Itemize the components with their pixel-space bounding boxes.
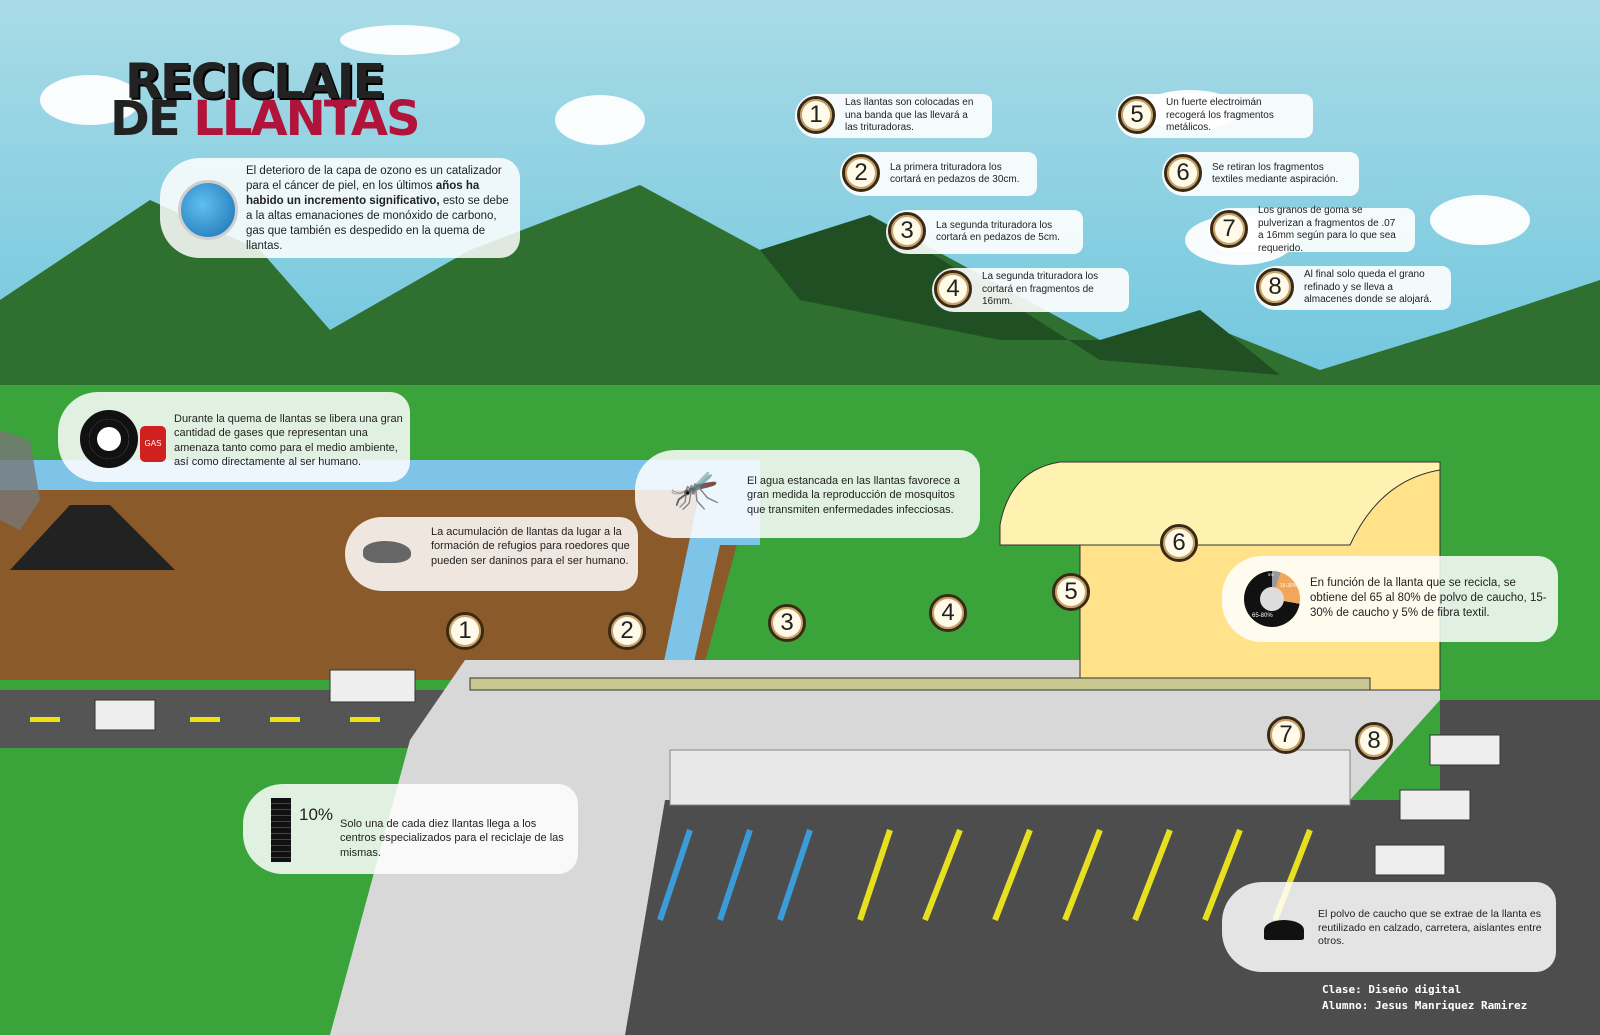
step-6: 6 Se retiran los fragmentos textiles medi…	[1162, 152, 1359, 196]
pie-label-fiber: 5%	[1268, 572, 1274, 577]
marker-2: 2	[608, 612, 646, 650]
composition-bubble: 65-80% 15-30% 5% En función de la llanta…	[1222, 556, 1558, 642]
pie-label-rubber-dust: 65-80%	[1252, 613, 1273, 619]
title-de: DE	[110, 91, 194, 147]
step-text: Se retiran los fragmentos textiles media…	[1212, 161, 1339, 186]
step-number: 6	[1164, 154, 1202, 192]
step-number: 7	[1210, 210, 1248, 248]
marker-4: 4	[929, 594, 967, 632]
step-text: La segunda trituradora los cortará en pe…	[936, 219, 1060, 244]
step-number: 3	[888, 212, 926, 250]
step-text: Los granos de goma se pulverizan a fragm…	[1258, 205, 1396, 254]
step-text: La segunda trituradora los cortará en fr…	[982, 271, 1099, 308]
step-number: 1	[797, 96, 835, 134]
step-3: 3 La segunda trituradora los cortará en p…	[886, 210, 1083, 254]
marker-3: 3	[768, 604, 806, 642]
credits-student: Alumno: Jesus Manriquez Ramirez	[1322, 998, 1528, 1012]
mosquito-text: El agua estancada en las llantas favorec…	[747, 475, 960, 516]
composition-text: En función de la llanta que se recicla, …	[1310, 577, 1547, 619]
gases-text: Durante la quema de llantas se libera un…	[174, 413, 403, 468]
ten-percent-text: Solo una de cada diez llantas llega a lo…	[340, 818, 564, 859]
dust-text: El polvo de caucho que se extrae de la l…	[1318, 908, 1542, 948]
marker-6: 6	[1160, 524, 1198, 562]
factory-wall	[669, 749, 1351, 806]
step-7: 7 Los granos de goma se pulverizan a frag…	[1208, 205, 1415, 254]
step-text: La primera trituradora los cortará en pe…	[890, 161, 1020, 186]
conveyor	[469, 677, 1371, 691]
tire-icon	[80, 410, 138, 468]
step-number: 8	[1256, 268, 1294, 306]
pie-label-rubber: 15-30%	[1280, 583, 1298, 589]
title-line-2: DE LLANTAS	[110, 95, 421, 143]
ozone-text-end: esto se debe a la altas emanaciones de m…	[246, 194, 509, 252]
step-text: Al final solo queda el grano refinado y …	[1304, 269, 1432, 306]
parking-lines	[657, 828, 1313, 922]
step-text: Las llantas son colocadas en una banda q…	[845, 97, 974, 134]
marker-7: 7	[1267, 716, 1305, 754]
rodents-bubble: La acumulación de llantas da lugar a la …	[345, 517, 638, 591]
earth-icon	[178, 180, 238, 240]
ozone-bubble: El deterioro de la capa de ozono es un c…	[160, 158, 520, 258]
step-number: 5	[1118, 96, 1156, 134]
dust-bubble: El polvo de caucho que se extrae de la l…	[1222, 882, 1556, 972]
step-number: 4	[934, 270, 972, 308]
credits-class: Clase: Diseño digital	[1322, 983, 1462, 996]
step-2: 2 La primera trituradora los cortará en p…	[840, 152, 1037, 196]
ozone-text: El deterioro de la capa de ozono es un c…	[246, 165, 502, 192]
mosquito-icon: 🦟	[670, 468, 720, 512]
gases-bubble: GAS Durante la quema de llantas se liber…	[58, 392, 410, 482]
rat-icon	[363, 541, 411, 563]
rodents-text: La acumulación de llantas da lugar a la …	[431, 526, 630, 567]
title-line-1: RECICLAJE	[125, 54, 385, 110]
title-llantas: LLANTAS	[193, 91, 420, 147]
gas-can-icon: GAS	[140, 426, 166, 462]
percent-value: 10%	[299, 805, 334, 824]
donut-chart-icon: 65-80% 15-30% 5%	[1244, 571, 1300, 627]
rubber-dust-icon	[1264, 920, 1304, 940]
step-text: Un fuerte electroimán recogerá los fragm…	[1166, 97, 1274, 134]
step-1: 1 Las llantas son colocadas en una banda …	[795, 94, 992, 138]
ten-percent-bubble: 10% Solo una de cada diez llantas llega …	[243, 784, 578, 874]
marker-8: 8	[1355, 722, 1393, 760]
marker-5: 5	[1052, 573, 1090, 611]
step-8: 8 Al final solo queda el grano refinado y…	[1254, 266, 1451, 310]
marker-1: 1	[446, 612, 484, 650]
credits: Clase: Diseño digital Alumno: Jesus Manr…	[1322, 982, 1527, 1014]
step-number: 2	[842, 154, 880, 192]
building-roof	[999, 461, 1441, 546]
tire-pile	[10, 505, 175, 570]
trucks	[94, 669, 1501, 876]
step-4: 4 La segunda trituradora los cortará en f…	[932, 268, 1129, 312]
mosquito-bubble: 🦟 El agua estancada en las llantas favor…	[635, 450, 980, 538]
step-5: 5 Un fuerte electroimán recogerá los frag…	[1116, 94, 1313, 138]
ozone-bold: años ha habido un incremento significati…	[246, 179, 480, 207]
tire-stack-icon	[271, 798, 291, 862]
